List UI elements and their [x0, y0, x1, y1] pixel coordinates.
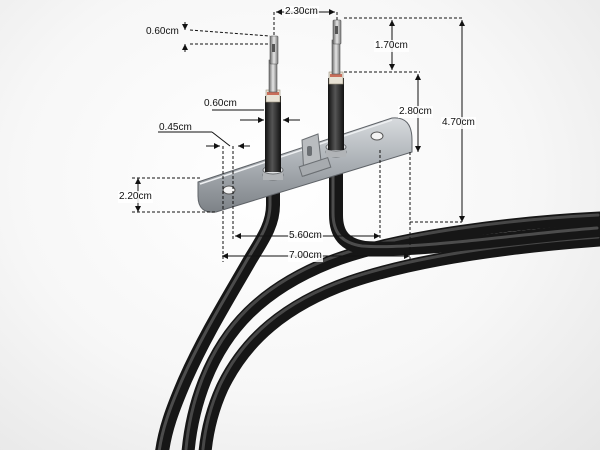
plate-width-label: 7.00cm	[288, 250, 323, 262]
terminal-length-label: 1.70cm	[374, 40, 409, 52]
hole-diameter-label: 0.45cm	[159, 122, 192, 133]
terminal-spacing-label: 2.30cm	[284, 6, 319, 18]
insulators	[265, 71, 344, 103]
total-height-label: 4.70cm	[441, 117, 476, 129]
ground-tab	[298, 133, 332, 178]
terminal-thickness-label: 0.60cm	[146, 26, 179, 37]
mounting-hole-left	[222, 185, 236, 195]
tube-spacing-label: 5.60cm	[288, 230, 323, 242]
heating-tube-loops	[155, 143, 600, 450]
mounting-hole-right	[370, 131, 384, 141]
terminal-pins	[268, 19, 342, 93]
insulator-length-label: 2.80cm	[398, 106, 433, 118]
dimension-lines	[132, 11, 463, 262]
dimension-arrows	[135, 9, 465, 259]
upper-tubes	[265, 78, 344, 172]
tube-diameter-label: 0.60cm	[204, 98, 237, 109]
plate-height-label: 2.20cm	[118, 191, 153, 203]
